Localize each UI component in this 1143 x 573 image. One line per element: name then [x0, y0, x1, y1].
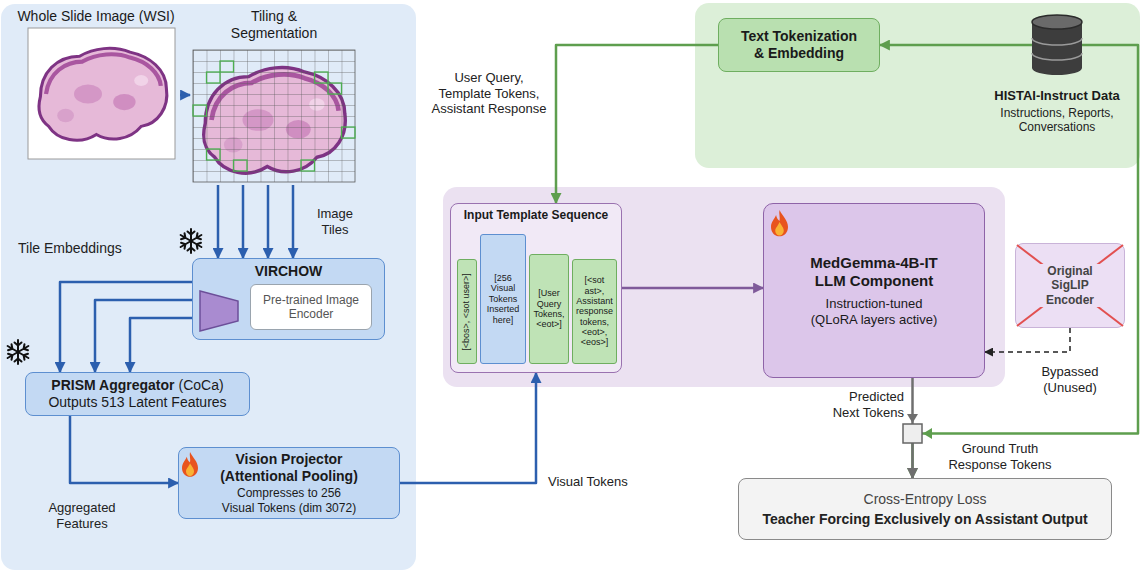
model-box: MedGemma-4B-IT LLM ComponentInstruction-…: [763, 203, 985, 378]
disabled-cross: [1017, 245, 1123, 326]
annotation-label: Image Tiles: [306, 206, 364, 237]
connector-arrow: [130, 318, 192, 372]
connector-arrow: [400, 373, 536, 483]
label-box: Aggregated Features: [36, 500, 128, 531]
connector-arrow: [880, 44, 983, 47]
node-text: [256 Visual Tokens Inserted here]: [482, 273, 524, 325]
connector-arrow: [242, 185, 245, 258]
node-text: Compresses to 256 Visual Tokens (dim 307…: [220, 486, 358, 515]
node-text: Original SigLIP Encoder: [1028, 264, 1112, 307]
node-text: Text Tokenization & Embedding: [734, 28, 864, 62]
annotation-label: Visual Tokens: [548, 474, 648, 490]
annotation-label: Bypassed (Unused): [1020, 364, 1120, 395]
label-box: Image Tiles: [306, 206, 364, 237]
node-text: [User Query Tokens, <eot>]: [531, 288, 567, 329]
process-box: Vision Projector (Attentional Pooling)Co…: [178, 447, 400, 519]
node-text: Outputs 513 Latent Features: [32, 394, 243, 411]
connector-arrow: [556, 45, 718, 203]
encoder-panel: [1, 4, 416, 570]
wire-stub: [983, 44, 1032, 47]
tile-highlight: [193, 61, 355, 171]
node-text: MedGemma-4B-IT LLM Component: [799, 254, 949, 290]
annotation-label: Tile Embeddings: [18, 240, 158, 257]
connector-arrow: [267, 185, 270, 258]
label-box: Visual Tokens: [548, 474, 648, 490]
label-box: Ground Truth Response Tokens: [935, 441, 1065, 472]
token-box: [User Query Tokens, <eot>]: [529, 254, 569, 364]
connector-arrow: [180, 94, 190, 97]
tile-grid: [193, 50, 355, 182]
loss-box: Cross-Entropy LossTeacher Forcing Exclus…: [738, 478, 1112, 540]
model-panel: [443, 187, 1005, 387]
node-text: Cross-Entropy Loss: [864, 491, 987, 508]
node-text: HISTAI-Instruct Data: [994, 88, 1119, 104]
annotation-label: Aggregated Features: [36, 500, 128, 531]
connector-arrow: [60, 282, 192, 372]
node-text: Tiling & Segmentation: [219, 8, 329, 42]
annotation-label: Ground Truth Response Tokens: [935, 441, 1065, 472]
inner-box: Pre-trained Image Encoder: [250, 284, 372, 330]
node-text: VIRCHOW: [255, 263, 323, 280]
label-box: Tile Embeddings: [18, 240, 158, 257]
trainable-icon: [771, 210, 788, 236]
node-text: Teacher Forcing Exclusively on Assistant…: [762, 511, 1087, 528]
label-box: Bypassed (Unused): [1020, 364, 1120, 395]
node-text: Input Template Sequence: [464, 208, 608, 222]
merge-square: [903, 424, 922, 443]
connector-arrow: [985, 328, 1070, 352]
process-box: PRISM Aggregator (CoCa)Outputs 513 Latent…: [25, 372, 250, 416]
sequence-box: Input Template Sequence [<bos>, <sot user…: [450, 203, 622, 373]
node-text: [<bos>, <sot user>]: [462, 273, 472, 351]
connector-arrow: [70, 416, 178, 483]
node-text: (CoCa): [179, 377, 224, 394]
connector-arrow: [292, 185, 295, 258]
node-text: Instructions, Reports, Conversations: [987, 106, 1127, 135]
arrow-head: [907, 414, 918, 423]
connector-arrow: [622, 287, 763, 290]
trainable-icon: [182, 452, 198, 477]
annotation-label: Predicted Next Tokens: [824, 389, 904, 420]
encoder-symbol: [200, 291, 238, 331]
connector-layer: [60, 45, 1138, 483]
frozen-icon: [6, 340, 30, 364]
connector-arrow: [95, 300, 192, 372]
process-box: Text Tokenization & Embedding: [718, 18, 880, 72]
node-text: [<sot ast>, Assistant response tokens, <…: [574, 275, 615, 347]
node-text: Vision Projector (Attentional Pooling): [207, 451, 372, 485]
frozen-icon: [179, 229, 203, 253]
database-icon: [1032, 15, 1082, 75]
slide-frame: [28, 28, 175, 159]
arrow-head: [923, 428, 932, 439]
node-text: PRISM Aggregator: [51, 377, 174, 394]
text-panel: [695, 3, 1140, 168]
wire-stub: [1082, 44, 1131, 47]
token-box: [<sot ast>, Assistant response tokens, <…: [572, 259, 617, 364]
token-box: [<bos>, <sot user>]: [457, 259, 477, 364]
annotation-label: User Query, Template Tokens, Assistant R…: [430, 70, 548, 117]
connector-arrow: [217, 185, 220, 258]
token-box: [256 Visual Tokens Inserted here]: [480, 234, 526, 364]
tissue-image: [39, 48, 167, 140]
label-box: Predicted Next Tokens: [824, 389, 904, 420]
label-box: User Query, Template Tokens, Assistant R…: [430, 70, 548, 117]
node-text: Pre-trained Image Encoder: [257, 293, 365, 322]
node-text: Instruction-tuned (QLoRA layers active): [804, 296, 944, 327]
node-text: Whole Slide Image (WSI): [17, 8, 174, 25]
